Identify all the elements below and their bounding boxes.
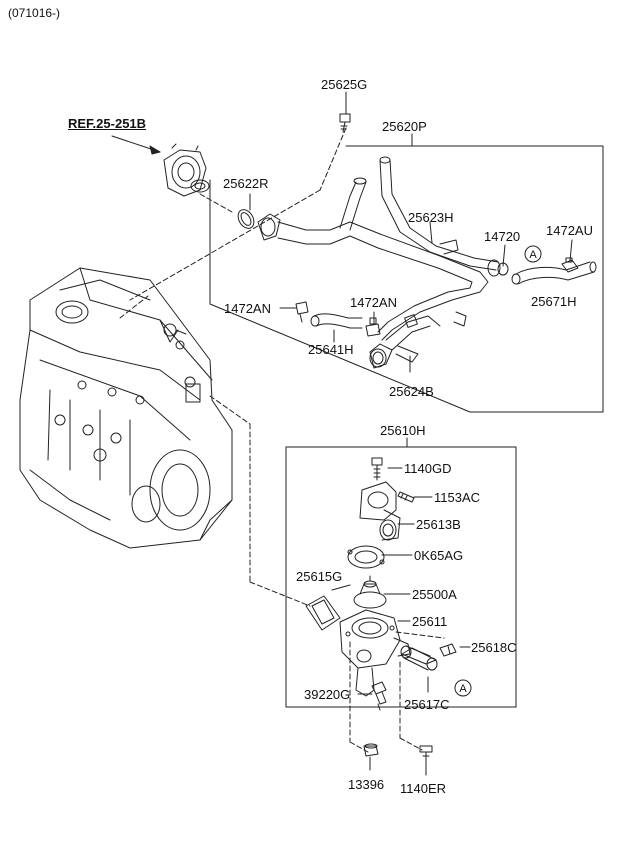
effective-date-code: (071016-) <box>8 6 61 20</box>
label-1153AC[interactable]: 1153AC <box>434 490 481 505</box>
clamp-14720 <box>487 259 509 277</box>
label-25623H[interactable]: 25623H <box>408 210 454 225</box>
outlet-pipe-25624B <box>369 314 441 369</box>
bolt-1140GD <box>371 457 383 481</box>
label-25625G[interactable]: 25625G <box>321 77 368 92</box>
leader-14720 <box>502 244 506 267</box>
label-14720[interactable]: 14720 <box>484 229 521 244</box>
connection-marker-lower <box>454 679 472 697</box>
label-25622R[interactable]: 25622R <box>223 176 269 191</box>
clamp-1472AU <box>561 257 579 273</box>
bolt-25625G <box>339 113 351 133</box>
label-25617C[interactable]: 25617C <box>404 697 450 712</box>
nut-13396 <box>363 743 379 757</box>
leader-25615G <box>331 584 351 591</box>
upper-assembly-box <box>209 145 604 413</box>
label-25620P[interactable]: 25620P <box>382 119 427 134</box>
label-25613B[interactable]: 25613B <box>416 517 461 532</box>
label-25671H[interactable]: 25671H <box>531 294 577 309</box>
label-25615G[interactable]: 25615G <box>296 569 343 584</box>
water-inlet-25613B <box>359 481 401 541</box>
water-pipe-25620P <box>257 156 499 363</box>
reference-arrowhead <box>149 145 161 155</box>
label-25500A[interactable]: 25500A <box>412 587 457 602</box>
connection-marker-lower-letter: A <box>459 683 467 695</box>
engine-block <box>19 267 233 549</box>
leader-25623H <box>429 221 433 244</box>
hose-25617C <box>400 645 438 671</box>
label-25641H[interactable]: 25641H <box>308 342 354 357</box>
label-1140ER[interactable]: 1140ER <box>400 781 447 796</box>
fitting-25618C <box>439 643 457 657</box>
label-1472AN-mid[interactable]: 1472AN <box>350 295 397 310</box>
label-25611[interactable]: 25611 <box>412 614 448 629</box>
label-25624B[interactable]: 25624B <box>389 384 434 399</box>
label-0K65AG[interactable]: 0K65AG <box>414 548 464 563</box>
thermostat-25500A <box>353 575 387 609</box>
label-25610H[interactable]: 25610H <box>380 423 426 438</box>
clamp-1472AN-left <box>295 301 309 323</box>
clamp-1472AN-mid <box>365 317 381 337</box>
connection-marker-upper <box>524 245 542 263</box>
label-1472AU[interactable]: 1472AU <box>546 223 593 238</box>
hose-25671H <box>511 261 597 285</box>
assembly-guides <box>119 127 445 753</box>
label-1472AN-left[interactable]: 1472AN <box>224 301 271 316</box>
reference-link-25-251B[interactable]: REF.25-251B <box>68 116 147 131</box>
label-1140GD[interactable]: 1140GD <box>404 461 452 476</box>
hose-25641H <box>310 313 363 329</box>
label-39220G[interactable]: 39220G <box>304 687 351 702</box>
label-13396[interactable]: 13396 <box>348 777 385 792</box>
o-ring-25622R <box>237 209 255 229</box>
label-25618C[interactable]: 25618C <box>471 640 517 655</box>
stud-1153AC <box>397 491 415 503</box>
connection-marker-upper-letter: A <box>529 249 537 261</box>
gasket-25615G <box>305 595 341 631</box>
water-outlet-reference-part <box>163 143 210 197</box>
gasket-0K65AG <box>347 545 385 569</box>
thermostat-assembly-box <box>285 446 517 708</box>
sensor-39220G <box>371 681 387 711</box>
bolt-1140ER <box>419 745 433 763</box>
